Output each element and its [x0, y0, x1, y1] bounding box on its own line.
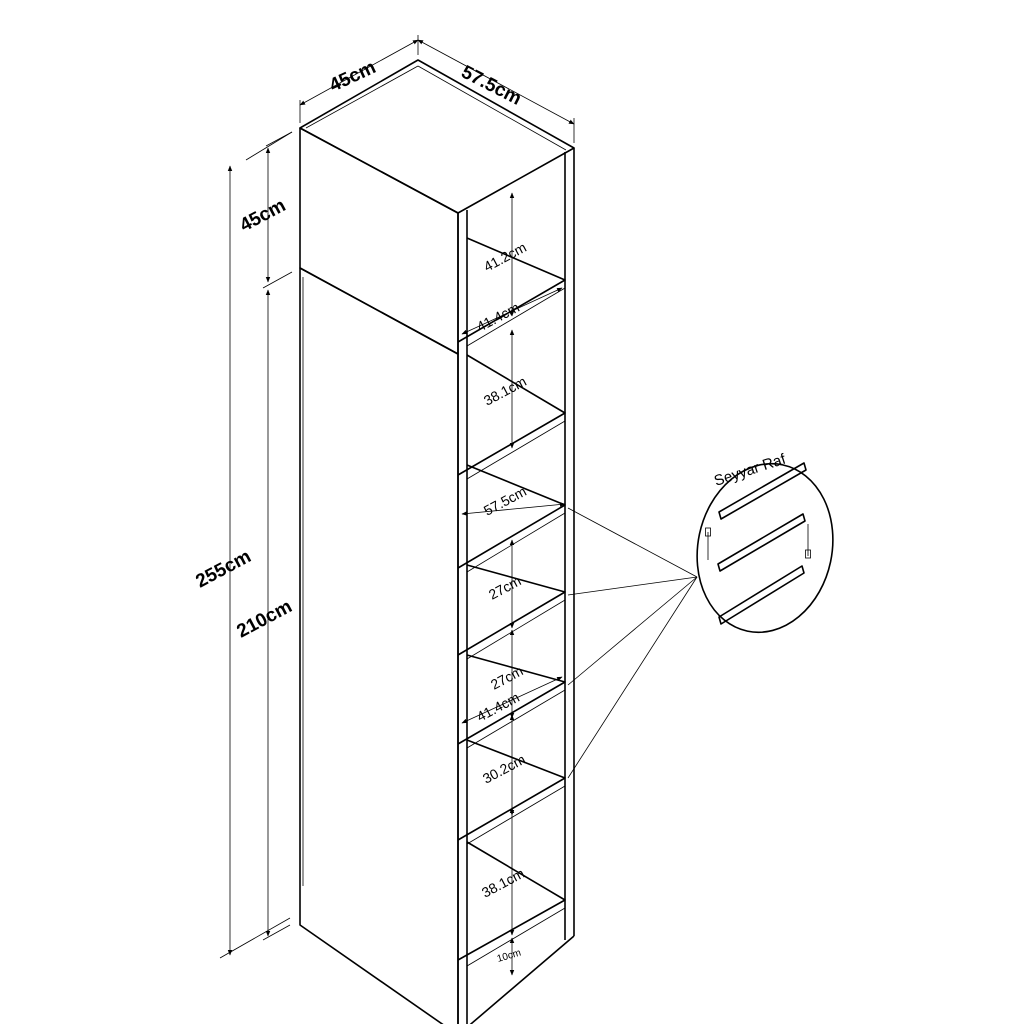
shelf-bottom	[457, 841, 566, 967]
lower-door	[299, 267, 459, 1024]
shelf-1-height-label: 41.2cm	[481, 239, 529, 275]
labels: 45cm 57.5cm 45cm 255cm 210cm 41.2cm 41.4…	[192, 57, 788, 965]
shelf-strip	[718, 565, 805, 625]
width-1-label: 41.4cm	[474, 299, 522, 335]
lower-height-label: 210cm	[233, 596, 295, 642]
shelves	[457, 237, 566, 967]
mid-width-label: 57.5cm	[481, 483, 529, 519]
shelf-strip	[717, 513, 806, 572]
shelf	[457, 564, 566, 660]
shelf	[457, 464, 566, 573]
shelf-pin-icon	[705, 527, 711, 560]
shelf-pin-icon	[805, 524, 811, 559]
callout-lines	[567, 507, 698, 779]
exterior-dimensions	[219, 35, 575, 959]
shelf-5-height-label: 30.2cm	[480, 751, 528, 787]
top-height-label: 45cm	[236, 195, 289, 236]
shelf-4-height-label: 27cm	[488, 662, 526, 692]
cabinet-body	[299, 59, 575, 1024]
shelf-6-height-label: 38.1cm	[479, 865, 527, 901]
detail-removable-shelf	[696, 462, 834, 634]
shelf-strip	[718, 462, 807, 520]
top-depth-label: 45cm	[326, 57, 379, 97]
upper-door	[299, 127, 459, 355]
interior-dimensions	[461, 192, 566, 976]
base-height-label: 10cm	[496, 948, 523, 965]
detail-label: Seyyar Raf	[712, 450, 789, 489]
shelf	[457, 354, 566, 480]
shelf	[457, 739, 566, 845]
total-height-label: 255cm	[192, 546, 254, 592]
top-width-label: 57.5cm	[458, 62, 525, 110]
shelf-3-height-label: 27cm	[486, 572, 524, 602]
